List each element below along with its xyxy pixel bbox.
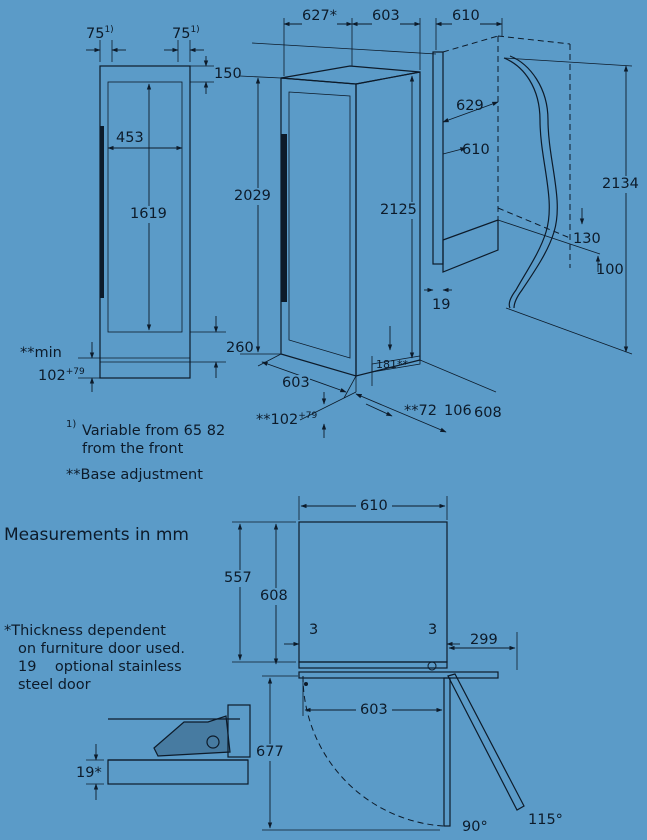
niche-view (424, 18, 633, 355)
front-inner-width-label: 453 (116, 130, 144, 146)
side-bottom-width-label: 603 (282, 375, 310, 392)
thickness-note: *Thickness dependent on furniture door u… (4, 623, 185, 693)
door-open-115 (447, 673, 525, 811)
front-base-min-value: 102+79 (38, 367, 85, 384)
hinge-door-thickness-label: 19* (76, 765, 102, 781)
niche-base-block (442, 219, 499, 273)
side-front-face (280, 77, 357, 377)
side-door-handle (281, 134, 287, 302)
side-base-adjust-label: **72 (404, 403, 437, 419)
plan-gap-left-label: 3 (309, 622, 319, 638)
plan-cabinet-outline (298, 521, 448, 663)
plan-swing-depth-label: 677 (256, 744, 284, 761)
plan-door-offset-label: 299 (470, 632, 498, 648)
niche-depth-inner-label: 629 (456, 98, 484, 114)
niche-vent-height-label: 100 (596, 262, 624, 278)
footnote-variable-mark: 1) (66, 419, 77, 430)
side-height-body-label: 2029 (234, 188, 271, 205)
footnote-base-adjustment: **Base adjustment (66, 467, 203, 483)
niche-panel-gap-label: 19 (432, 297, 451, 313)
side-width-top-label: 603 (372, 8, 400, 25)
plan-view (232, 496, 525, 831)
side-view (239, 18, 497, 438)
hinge-bracket (153, 715, 231, 757)
niche-depth-front-label: 610 (462, 142, 490, 158)
plan-gap-right-label: 3 (428, 622, 438, 638)
plan-door-width-label: 603 (356, 702, 392, 719)
footnote-variable-text: Variable from 65 82 from the front (82, 423, 226, 457)
plan-depth-total-label: 608 (260, 588, 288, 605)
hinge-detail (86, 704, 251, 800)
side-top-face (280, 65, 421, 85)
side-vent-height-label: 181** (376, 358, 408, 371)
plan-angle-max-label: 115° (528, 812, 563, 828)
front-top-offset-label: 150 (214, 66, 242, 82)
front-glass-panel (107, 81, 183, 333)
front-view (78, 40, 226, 392)
door-swing-arc (302, 675, 445, 827)
front-door-handle (100, 126, 104, 298)
front-offset-right-label: 751) (172, 25, 200, 42)
front-inner-height-label: 1619 (130, 206, 167, 223)
front-offset-left-label: 751) (86, 25, 114, 42)
niche-vent-depth-label: 130 (573, 231, 601, 247)
side-depth-top-label: 627* (302, 8, 337, 25)
side-bottom-adjust-label: **102+79 (256, 411, 318, 428)
front-base-height-label: 260 (226, 340, 254, 356)
side-depth-bottom-label: 608 (474, 405, 502, 421)
side-base-value-label: 106 (444, 403, 472, 419)
plan-door-panel (298, 671, 499, 679)
side-height-total-label: 2125 (380, 202, 417, 219)
wall-profile (503, 57, 550, 309)
plan-angle-open-label: 90° (462, 819, 488, 835)
measurements-unit-note: Measurements in mm (4, 525, 189, 545)
plan-width-label: 610 (356, 498, 392, 515)
door-open-90 (443, 677, 451, 827)
niche-height-label: 2134 (602, 176, 639, 193)
front-base-min-label: **min (20, 345, 62, 361)
side-right-face (355, 71, 421, 377)
plan-depth-inner-label: 557 (224, 570, 252, 587)
niche-depth-label: 610 (452, 8, 480, 25)
